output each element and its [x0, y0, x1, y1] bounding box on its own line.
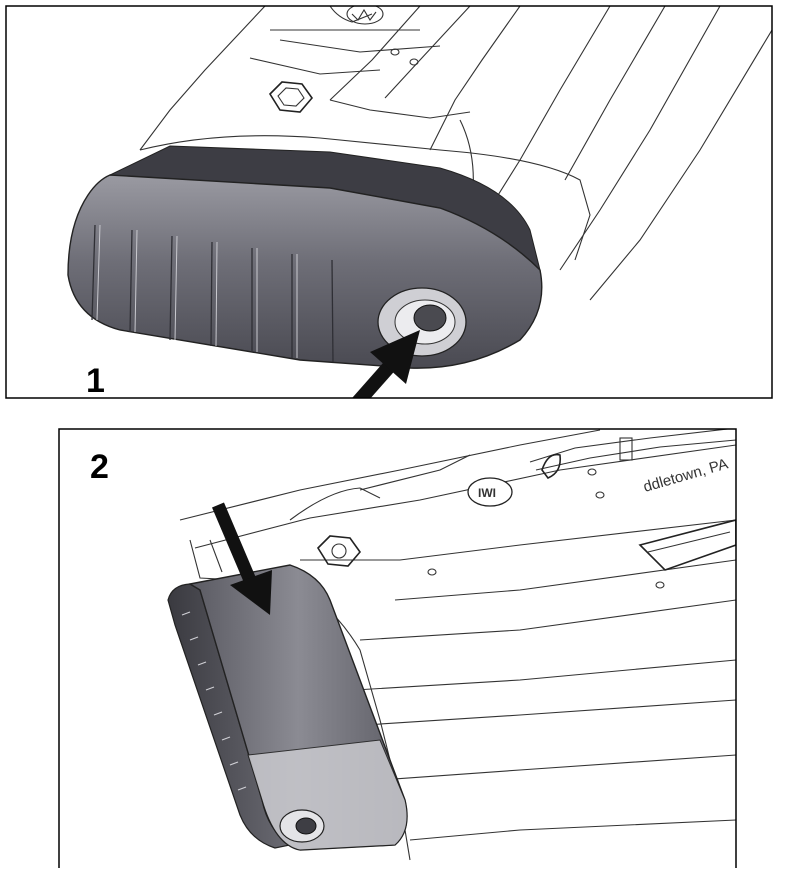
- svg-text:IWI: IWI: [478, 486, 496, 500]
- engraving-text: ddletown, PA: [641, 455, 730, 495]
- panel-2-label: 2: [90, 448, 109, 486]
- hex-screw: [316, 535, 362, 567]
- press-down-arrow-icon: [212, 502, 272, 615]
- release-button: [279, 809, 325, 843]
- panel-1-illustration: [67, 6, 772, 398]
- panel-2-illustration: ddletown, PA IWI: [167, 429, 736, 861]
- push-arrow-icon: [352, 330, 420, 398]
- panel-1-label: 1: [86, 362, 105, 400]
- panel-1: 1: [5, 5, 773, 400]
- butt-pad-ribs: [91, 224, 334, 363]
- panel-2: ddletown, PA IWI: [58, 428, 737, 868]
- iwi-logo-icon: IWI: [467, 477, 513, 507]
- butt-pad-ribs: [181, 611, 247, 791]
- iwi-logo-icon: [346, 6, 384, 25]
- hex-screw: [268, 81, 314, 113]
- panel-1-frame: [5, 5, 773, 399]
- panel-2-frame: [58, 428, 737, 868]
